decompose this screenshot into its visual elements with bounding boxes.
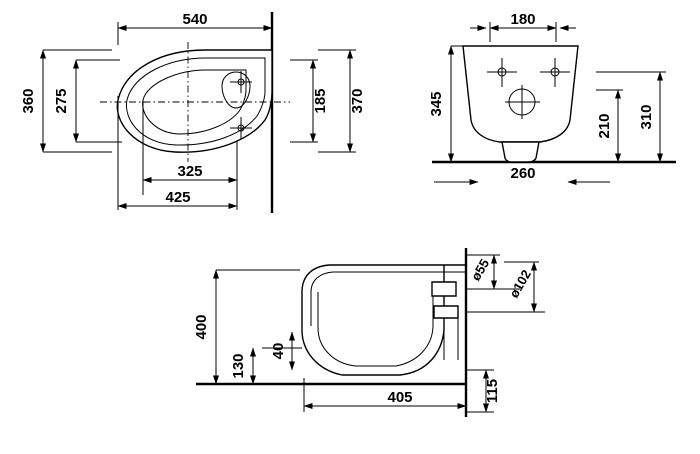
dim-260-label: 260 [510,165,535,182]
side-view-rim-line [310,271,466,326]
front-view-group: 180 345 210 310 [428,11,676,185]
dim-370: 370 [318,49,366,153]
dim-325: 325 [142,163,238,183]
dim-370-label: 370 [349,88,366,113]
dim-310: 310 [596,71,666,163]
dim-540-label: 540 [182,11,207,28]
dim-130: 130 [230,347,256,385]
top-view-group: 540 360 275 325 [20,11,366,213]
front-view-fixing-hole-right [540,58,570,87]
side-view-outlet-connector [433,305,459,319]
top-view-bowl-opening [142,69,247,135]
side-view-flush-connector [431,281,457,297]
dim-325-label: 325 [177,163,202,180]
dim-180-label: 180 [510,11,535,28]
dim-400: 400 [193,269,300,385]
dim-425-label: 425 [165,189,190,206]
dim-185-label: 185 [312,88,329,113]
dim-275-label: 275 [53,88,70,113]
dim-345: 345 [428,45,465,163]
dim-115: 115 [483,369,501,413]
dim-40: 40 [270,331,295,371]
dim-345-label: 345 [428,91,445,116]
dim-130-label: 130 [230,353,247,378]
dim-360-label: 360 [20,88,37,113]
dim-360: 360 [20,49,112,153]
dim-210-label: 210 [596,113,613,138]
front-view-outlet-hole [505,85,540,119]
dim-275: 275 [53,59,122,143]
dim-210: 210 [596,89,623,163]
dim-425: 425 [117,185,238,210]
dim-dia-55-label: ø55 [468,256,492,283]
dim-40-label: 40 [270,343,287,360]
front-view-fixing-hole-left [487,58,517,87]
dim-dia-55: ø55 [468,254,497,290]
dim-dia-102: ø102 [504,261,539,313]
top-view-bowl-outline [116,49,273,153]
front-view-bowl-outline [462,45,579,143]
top-view-fixing-hole-upper [230,71,252,93]
side-view-group: 400 130 40 405 115 [193,248,545,417]
side-view-bowl-outline [301,264,466,376]
dim-dia-102-label: ø102 [506,267,534,300]
top-view-fixing-hole-lower [230,117,252,139]
dim-180: 180 [470,11,576,31]
dim-540: 540 [117,11,273,31]
dim-260: 260 [434,165,610,185]
top-view-flush-opening [221,71,251,109]
side-view-inner-bowl [317,286,434,367]
dim-115-label: 115 [484,379,501,403]
dim-310-label: 310 [638,104,655,129]
dim-405: 405 [303,389,467,409]
top-view-rim-inner [125,57,266,146]
dim-400-label: 400 [193,314,210,339]
dim-185: 185 [290,59,329,143]
dim-405-label: 405 [387,389,412,406]
front-view-outlet [501,141,540,163]
